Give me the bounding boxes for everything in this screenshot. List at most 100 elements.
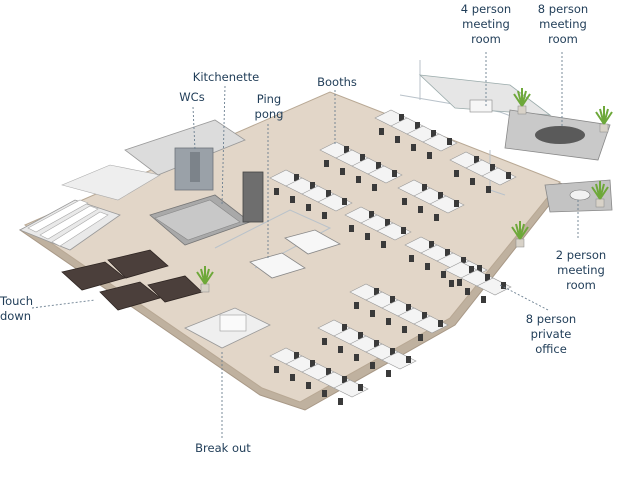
chair-icon (342, 198, 347, 205)
chair-icon (370, 310, 375, 317)
chair-icon (274, 366, 279, 373)
chair-icon (415, 122, 420, 129)
chair-icon (445, 249, 450, 256)
chair-icon (454, 200, 459, 207)
leader-touch-down (31, 299, 96, 309)
desk-cluster-icon (349, 283, 449, 341)
desk-cluster-icon (449, 151, 517, 193)
chair-icon (402, 326, 407, 333)
stair-icon (19, 164, 161, 251)
chair-icon (401, 227, 406, 234)
chair-icon (326, 368, 331, 375)
desk-cluster-icon (317, 319, 417, 377)
chair-icon (306, 204, 311, 211)
chair-icon (449, 280, 454, 287)
chair-icon (294, 352, 299, 359)
chair-icon (358, 384, 363, 391)
desk-cluster-icon (397, 179, 465, 221)
chair-icon (481, 296, 486, 303)
chair-icon (324, 160, 329, 167)
chair-icon (360, 154, 365, 161)
chair-icon (376, 162, 381, 169)
chair-icon (470, 178, 475, 185)
chair-icon (349, 225, 354, 232)
chair-icon (310, 360, 315, 367)
chair-icon (294, 174, 299, 181)
chair-icon (326, 190, 331, 197)
chair-icon (438, 320, 443, 327)
chair-icon (386, 370, 391, 377)
chair-icon (457, 279, 462, 286)
wc-block (124, 119, 246, 191)
chair-icon (465, 288, 470, 295)
chair-icon (477, 265, 482, 272)
chair-icon (418, 334, 423, 341)
ping-pong-tables (249, 229, 342, 279)
break-out-area (184, 307, 271, 349)
chair-icon (322, 390, 327, 397)
chair-icon (454, 170, 459, 177)
label-4-person-meeting-room: 4 person meeting room (460, 2, 512, 46)
chair-icon (431, 130, 436, 137)
desk-cluster-icon (269, 169, 353, 219)
chair-icon (356, 176, 361, 183)
label-kitchenette: Kitchenette (192, 70, 260, 84)
chair-icon (379, 128, 384, 135)
chair-icon (344, 146, 349, 153)
desk-cluster-icon (344, 206, 412, 248)
chair-icon (422, 312, 427, 319)
meeting-room-2 (544, 179, 613, 213)
chair-icon (434, 214, 439, 221)
chair-icon (306, 382, 311, 389)
plant-icon (595, 106, 613, 133)
leader-lines (31, 52, 579, 438)
chair-icon (438, 192, 443, 199)
chair-icon (354, 302, 359, 309)
chair-icon (501, 282, 506, 289)
plant-icon (513, 88, 531, 115)
chair-icon (374, 340, 379, 347)
chair-icon (486, 186, 491, 193)
label-touch-down: Touch down (0, 294, 34, 323)
chair-icon (322, 212, 327, 219)
desk-cluster-icon (444, 261, 512, 303)
label-break-out: Break out (195, 441, 251, 455)
desk-clusters (269, 109, 517, 405)
chair-icon (429, 241, 434, 248)
meeting-room-8 (504, 109, 611, 161)
desk-cluster-icon (319, 141, 403, 191)
chair-icon (418, 206, 423, 213)
chair-icon (406, 304, 411, 311)
chair-icon (447, 138, 452, 145)
leader-8-person-private (499, 284, 549, 311)
chair-icon (402, 198, 407, 205)
plants (196, 88, 613, 293)
chair-icon (390, 348, 395, 355)
chair-icon (385, 219, 390, 226)
label-ping-pong: Ping pong (254, 92, 284, 121)
chair-icon (506, 172, 511, 179)
chair-icon (474, 156, 479, 163)
chair-icon (370, 362, 375, 369)
chair-icon (322, 338, 327, 345)
chair-icon (490, 164, 495, 171)
chair-icon (441, 271, 446, 278)
chair-icon (290, 374, 295, 381)
label-booths: Booths (317, 75, 357, 89)
chair-icon (372, 184, 377, 191)
chair-icon (358, 332, 363, 339)
chair-icon (354, 354, 359, 361)
desk-cluster-icon (374, 109, 458, 159)
label-2-person-meeting-room: 2 person meeting room (555, 248, 607, 292)
plant-icon (511, 221, 529, 248)
plant-icon (196, 266, 214, 293)
chair-icon (485, 274, 490, 281)
chair-icon (310, 182, 315, 189)
chair-icon (369, 211, 374, 218)
label-8-person-meeting-room: 8 person meeting room (537, 2, 589, 46)
chair-icon (461, 257, 466, 264)
chair-icon (386, 318, 391, 325)
chair-icon (338, 346, 343, 353)
chair-icon (425, 263, 430, 270)
